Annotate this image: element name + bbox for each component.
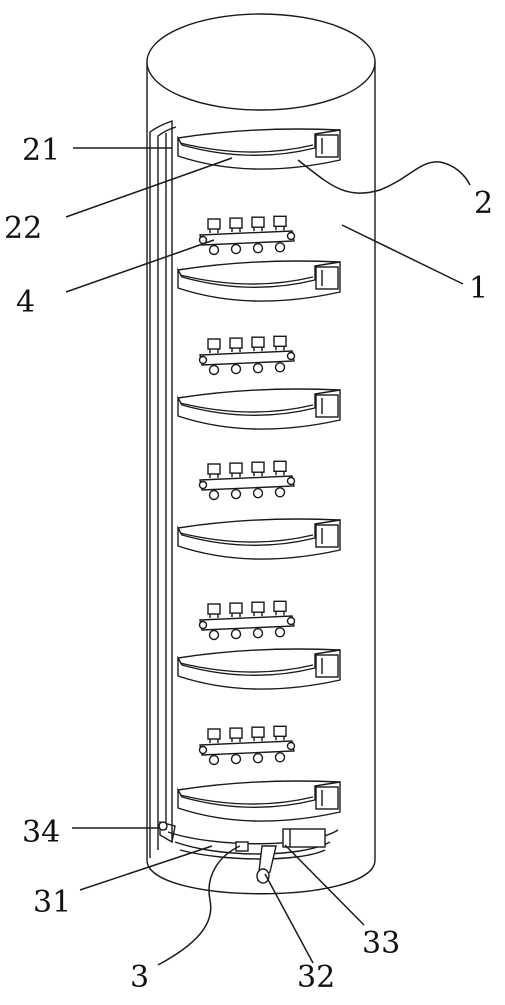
shelf-2 — [177, 260, 341, 302]
carrier-group — [198, 215, 296, 766]
bolt-32 — [235, 841, 249, 852]
clamp-block — [229, 217, 243, 229]
roller-wheel — [252, 488, 264, 499]
leader-lines — [65, 147, 471, 966]
reference-labels: 21 22 4 2 1 34 31 3 32 33 — [4, 133, 493, 995]
clamp-block — [273, 215, 287, 228]
clamp-block — [207, 463, 221, 475]
roller-wheel — [208, 629, 220, 641]
roller-wheel — [252, 753, 264, 764]
bottom-bracket — [282, 828, 326, 848]
roller-wheel — [274, 752, 286, 763]
clamp-block — [251, 726, 265, 738]
roller-carrier-4 — [198, 600, 296, 641]
pipe-end — [256, 868, 270, 884]
roller-wheel — [208, 244, 220, 256]
clamp-block — [251, 601, 265, 613]
roller-wheel — [252, 242, 264, 254]
leader-33 — [284, 844, 365, 926]
shelf-window — [315, 654, 339, 678]
roller-carrier-3 — [198, 460, 296, 501]
leader-1 — [341, 224, 464, 285]
label-34: 34 — [22, 815, 60, 850]
roller-wheel — [252, 363, 264, 374]
shelf-window — [315, 524, 339, 548]
leader-32 — [264, 873, 314, 964]
label-21: 21 — [22, 133, 60, 168]
shelf-window — [315, 134, 339, 158]
shelf-6 — [177, 780, 341, 822]
clamp-block — [207, 338, 221, 350]
label-22: 22 — [4, 211, 42, 246]
cylinder-top — [146, 13, 376, 111]
label-33: 33 — [362, 926, 400, 961]
shelf-1 — [177, 128, 341, 170]
clamp-block — [273, 725, 287, 737]
clamp-block — [207, 603, 221, 615]
label-1: 1 — [469, 271, 488, 306]
label-4: 4 — [16, 285, 35, 320]
roller-carrier-2 — [198, 335, 296, 376]
roller-wheel — [274, 627, 286, 638]
clamp-block — [229, 337, 243, 349]
clamp-block — [251, 461, 265, 473]
bottom-mechanism — [158, 821, 339, 884]
shelf-5 — [177, 648, 341, 690]
shelf-window — [315, 266, 339, 290]
leader-22 — [65, 157, 233, 218]
leader-2 — [297, 159, 471, 194]
roller-carrier-5 — [198, 725, 296, 766]
label-2: 2 — [474, 186, 493, 221]
shelf-window — [315, 394, 339, 418]
clamp-block — [229, 727, 243, 739]
shelf-group — [177, 128, 341, 822]
clamp-block — [273, 335, 287, 347]
label-31: 31 — [33, 885, 71, 920]
roller-wheel — [252, 628, 264, 639]
clamp-block — [207, 218, 221, 230]
label-32: 32 — [297, 960, 335, 995]
roller-wheel — [208, 489, 220, 501]
roller-wheel — [230, 628, 242, 640]
leader-3 — [157, 845, 241, 966]
roller-wheel — [230, 753, 242, 765]
guide-slot — [149, 120, 177, 858]
clamp-block — [273, 460, 287, 472]
roller-wheel — [230, 488, 242, 500]
clamp-34 — [159, 821, 176, 844]
roller-wheel — [274, 362, 286, 373]
roller-wheel — [208, 364, 220, 376]
clamp-block — [229, 462, 243, 474]
shelf-window — [315, 786, 339, 810]
clamp-block — [273, 600, 287, 612]
shelf-3 — [177, 388, 341, 430]
leader-31 — [79, 845, 213, 891]
roller-wheel — [274, 242, 286, 253]
roller-wheel — [208, 754, 220, 766]
pin-34 — [158, 821, 168, 831]
roller-wheel — [230, 363, 242, 375]
clamp-block — [251, 216, 265, 228]
roller-wheel — [230, 243, 242, 255]
shelf-4 — [177, 518, 341, 560]
leader-4 — [65, 239, 215, 293]
clamp-block — [207, 728, 221, 740]
roller-wheel — [274, 487, 286, 498]
clamp-block — [251, 336, 265, 348]
clamp-block — [229, 602, 243, 614]
label-3: 3 — [130, 960, 149, 995]
